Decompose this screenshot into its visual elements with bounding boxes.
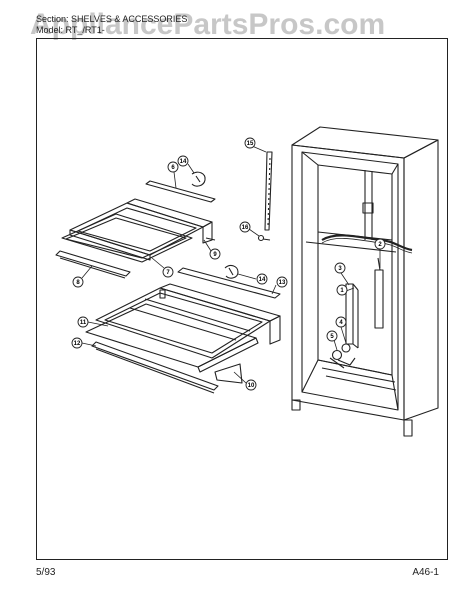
svg-text:11: 11 [80,320,87,326]
callout-1: 1 [336,284,348,296]
callout-14-upper: 14 [177,155,189,167]
svg-text:13: 13 [279,280,286,286]
svg-text:10: 10 [248,383,255,389]
svg-text:14: 14 [259,277,266,283]
svg-text:4: 4 [339,320,343,326]
callout-6: 6 [167,161,179,173]
svg-text:16: 16 [242,225,249,231]
callout-5: 5 [326,330,338,342]
callout-8: 8 [72,276,84,288]
svg-text:2: 2 [378,242,382,248]
callout-14-lower: 14 [256,273,268,285]
svg-text:5: 5 [330,334,334,340]
callout-2: 2 [374,238,386,250]
watermark: AppliancePartsPros.com [30,8,386,41]
callout-13: 13 [276,276,288,288]
svg-text:3: 3 [338,266,342,272]
svg-text:14: 14 [180,159,187,165]
model-label: Model: RT_/RT1- [36,25,105,35]
callout-16: 16 [239,221,251,233]
callout-12: 12 [71,337,83,349]
svg-text:6: 6 [171,165,175,171]
svg-text:9: 9 [213,252,217,258]
callout-7: 7 [162,266,174,278]
upper-shelf-assembly [55,171,216,279]
leader-lines [81,145,381,384]
lower-shelf-assembly [85,264,281,394]
header: Section: SHELVES & ACCESSORIES Model: RT… [36,14,187,36]
part-4-5-knob [329,343,356,369]
svg-text:7: 7 [166,270,170,276]
svg-text:8: 8 [76,280,80,286]
footer-date: 5/93 [36,567,56,578]
svg-text:1: 1 [340,288,344,294]
part-15-strip [264,151,273,231]
callouts: 1 2 3 4 5 6 7 8 [71,137,386,391]
callout-9: 9 [209,248,221,260]
refrigerator-cabinet [291,126,439,437]
diagram-frame [36,38,448,560]
part-1-3-supports [345,283,359,349]
section-label: Section: SHELVES & ACCESSORIES [36,14,188,24]
footer-page-code: A46-1 [412,567,439,578]
svg-text:12: 12 [74,341,81,347]
svg-text:15: 15 [247,141,254,147]
callout-11: 11 [77,316,89,328]
part-16-screw [257,234,271,242]
callout-4: 4 [335,316,347,328]
callout-15: 15 [244,137,256,149]
callout-10: 10 [245,379,257,391]
callout-3: 3 [334,262,346,274]
